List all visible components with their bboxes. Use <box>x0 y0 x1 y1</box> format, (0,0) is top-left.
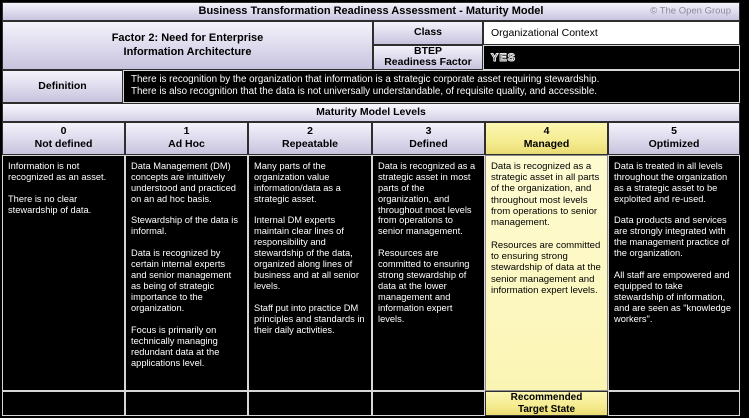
level-0-footer <box>2 391 125 417</box>
level-4-number: 4 <box>543 125 550 138</box>
definition-label: Definition <box>2 69 123 103</box>
level-5-description: Data is treated in all levels throughout… <box>608 154 740 392</box>
maturity-levels-header-row: Maturity Model Levels <box>2 102 740 122</box>
level-0-name: Not defined <box>34 138 93 151</box>
assessment-table: Business Transformation Readiness Assess… <box>2 2 740 417</box>
class-value: Organizational Context <box>483 20 740 46</box>
title-bar: Business Transformation Readiness Assess… <box>2 2 740 21</box>
level-4-header-highlighted: 4 Managed <box>485 121 608 155</box>
level-0-description: Information is not recognized as an asse… <box>2 154 125 392</box>
footer-row: Recommended Target State <box>2 391 740 417</box>
recommended-target-state-badge: Recommended Target State <box>485 391 608 417</box>
btep-readiness-factor-label: BTEP Readiness Factor <box>373 44 483 70</box>
maturity-levels-section-title: Maturity Model Levels <box>2 102 740 122</box>
page-title: Business Transformation Readiness Assess… <box>198 5 544 18</box>
level-0-number: 0 <box>60 125 67 138</box>
label-column: Class BTEP Readiness Factor <box>373 20 483 70</box>
level-2-footer <box>248 391 372 417</box>
level-1-description: Data Management (DM) concepts are intuit… <box>125 154 248 392</box>
level-1-header: 1 Ad Hoc <box>125 121 248 155</box>
level-1-name: Ad Hoc <box>168 138 205 151</box>
factor-row: Factor 2: Need for Enterprise Informatio… <box>2 20 740 70</box>
value-column: Organizational Context YES <box>483 20 740 70</box>
btep-readiness-factor-value: YES <box>483 45 740 70</box>
level-5-header: 5 Optimized <box>608 121 740 155</box>
level-1-footer <box>125 391 248 417</box>
level-2-number: 2 <box>307 125 313 138</box>
level-0-header: 0 Not defined <box>2 121 125 155</box>
level-5-footer <box>608 391 740 417</box>
definition-row: Definition There is recognition by the o… <box>2 69 740 103</box>
level-4-name: Managed <box>523 138 570 151</box>
level-2-header: 2 Repeatable <box>248 121 372 155</box>
level-3-number: 3 <box>425 125 432 138</box>
class-label: Class <box>373 20 483 45</box>
level-3-name: Defined <box>409 138 448 151</box>
factor-title: Factor 2: Need for Enterprise Informatio… <box>2 20 373 70</box>
title-row: Business Transformation Readiness Assess… <box>2 2 740 21</box>
level-3-description: Data is recognized as a strategic asset … <box>372 154 485 392</box>
level-5-name: Optimized <box>648 138 700 151</box>
level-3-footer <box>372 391 485 417</box>
level-description-row: Information is not recognized as an asse… <box>2 154 740 392</box>
level-2-name: Repeatable <box>281 138 339 151</box>
level-4-description-highlighted: Data is recognized as a strategic asset … <box>485 154 608 392</box>
level-2-description: Many parts of the organization value inf… <box>248 154 372 392</box>
level-3-header: 3 Defined <box>372 121 485 155</box>
copyright-notice: © The Open Group <box>650 5 731 17</box>
level-5-number: 5 <box>671 125 677 138</box>
level-header-row: 0 Not defined 1 Ad Hoc 2 Repeatable 3 De… <box>2 121 740 155</box>
definition-text: There is recognition by the organization… <box>123 69 740 103</box>
level-1-number: 1 <box>183 125 190 138</box>
